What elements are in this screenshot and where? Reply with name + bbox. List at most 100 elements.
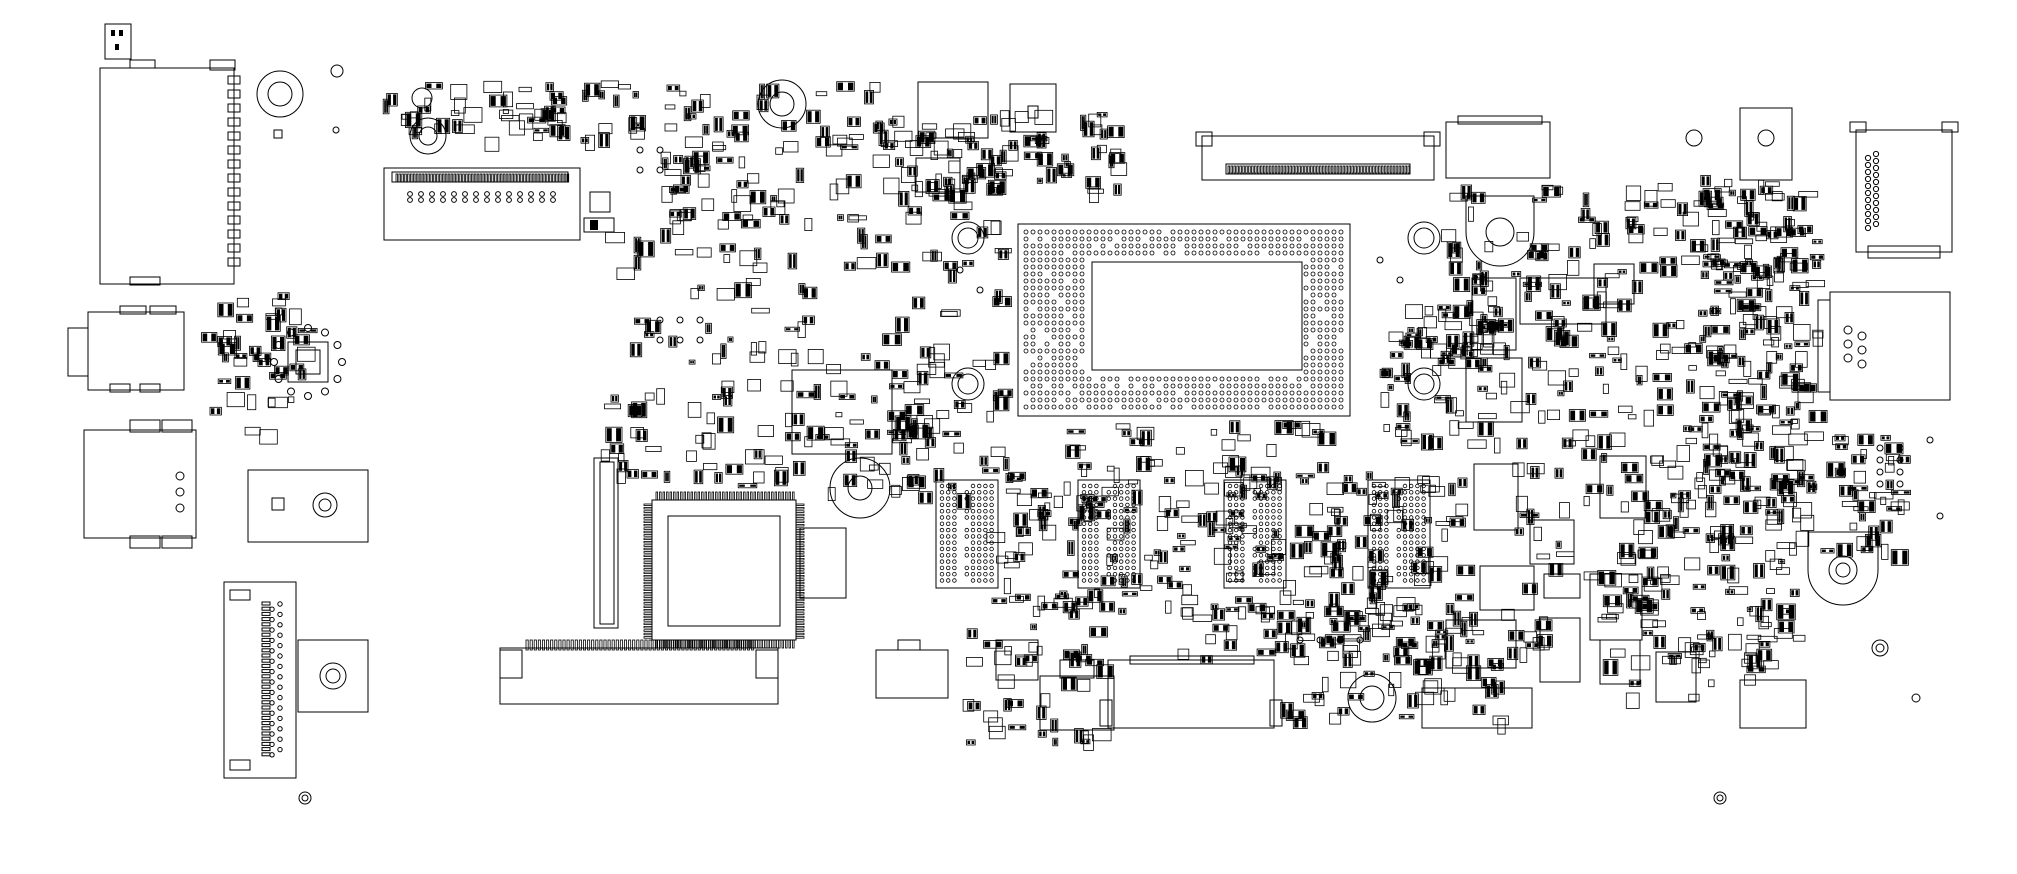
ball [1072, 306, 1078, 312]
smd-pad [1415, 334, 1420, 337]
ball [1037, 390, 1043, 396]
ball [1324, 369, 1330, 375]
smd-pad [1795, 286, 1799, 290]
smd-pad [872, 396, 875, 402]
smd-outline [1401, 362, 1410, 379]
smd-outline [1710, 324, 1731, 335]
ball [1277, 521, 1282, 526]
ball [1264, 565, 1270, 571]
smd-outline [1167, 580, 1183, 589]
ball [1051, 264, 1057, 270]
smd-pad [1123, 431, 1126, 436]
smd-part [1503, 345, 1510, 361]
pin [1230, 165, 1233, 174]
smd-outline [1748, 378, 1763, 385]
smd-outline [953, 399, 966, 409]
smd-outline [1008, 139, 1018, 151]
ball [1118, 490, 1124, 495]
smd-pad [838, 215, 841, 220]
smd-outline [1487, 296, 1498, 306]
smd-pad [1699, 311, 1703, 316]
ball [1324, 243, 1330, 249]
smd-pad [808, 427, 814, 440]
pin [764, 639, 767, 649]
ball [1324, 306, 1330, 312]
smd-outline [1441, 528, 1448, 542]
smd-outline [1225, 518, 1234, 535]
pin [710, 639, 714, 651]
pin [693, 639, 697, 651]
ball [964, 527, 969, 533]
smd-part [1539, 644, 1550, 651]
ball [1086, 229, 1092, 235]
smd-pad [1655, 501, 1662, 510]
smd-part [1693, 200, 1704, 207]
via [287, 387, 295, 396]
smd-outline [701, 198, 715, 211]
smd-part [644, 392, 655, 401]
smd-part [843, 261, 856, 271]
pad [1872, 164, 1880, 172]
ball [1121, 243, 1127, 249]
smd-outline [1688, 365, 1697, 371]
pin [652, 639, 656, 651]
smd-pad [1060, 592, 1063, 596]
smd-outline [634, 317, 651, 325]
pin [742, 639, 746, 651]
smd-part [686, 450, 697, 462]
pin [462, 173, 465, 183]
pin [470, 173, 474, 183]
smd-outline [600, 449, 610, 462]
ball [1252, 509, 1257, 514]
small-qfn-left [287, 341, 329, 383]
pin [401, 173, 404, 183]
pin [795, 503, 805, 507]
ball [1277, 483, 1282, 489]
smd-part [990, 446, 1006, 458]
smd-part [1144, 554, 1153, 561]
smd-part [1440, 350, 1454, 356]
ball [989, 515, 994, 520]
smd-part [1036, 132, 1047, 149]
smd-outline [985, 359, 996, 370]
smd-part [1164, 477, 1176, 484]
pin [739, 491, 743, 501]
smd-part [1740, 188, 1756, 201]
smd-outline [1045, 167, 1058, 184]
smd-part [993, 351, 1010, 366]
pin [1271, 165, 1275, 174]
smd-outline [1660, 199, 1676, 208]
smd-outline [641, 470, 658, 479]
smd-outline [1677, 202, 1689, 216]
ball [1121, 397, 1127, 403]
ball [1277, 496, 1282, 501]
smd-pad [1545, 620, 1551, 630]
smd-part [957, 403, 973, 413]
smd-pad [1564, 382, 1568, 391]
smd-outline [1730, 298, 1736, 315]
smd-part [762, 206, 776, 217]
smd-pad [790, 121, 796, 131]
ball [1415, 534, 1420, 539]
smd-pad [1767, 319, 1772, 333]
smd-pad [1031, 489, 1037, 497]
smd-pad [954, 432, 960, 436]
ball [1252, 496, 1257, 501]
smd-part [1527, 250, 1546, 260]
ball [1170, 404, 1176, 410]
ball [1128, 243, 1134, 249]
ball [1156, 229, 1162, 235]
smd-outline [1528, 356, 1541, 369]
smd-pad [943, 432, 950, 436]
ball [1247, 390, 1253, 396]
smd-pad [1681, 231, 1685, 240]
smd-pad [894, 430, 899, 440]
smd-outline [720, 386, 733, 399]
smd-pad [914, 475, 918, 485]
smd-pad [1741, 190, 1747, 200]
pin [669, 491, 673, 501]
ball [1233, 229, 1239, 235]
ball [1142, 397, 1148, 403]
pad [451, 191, 457, 197]
ball [1087, 553, 1093, 558]
